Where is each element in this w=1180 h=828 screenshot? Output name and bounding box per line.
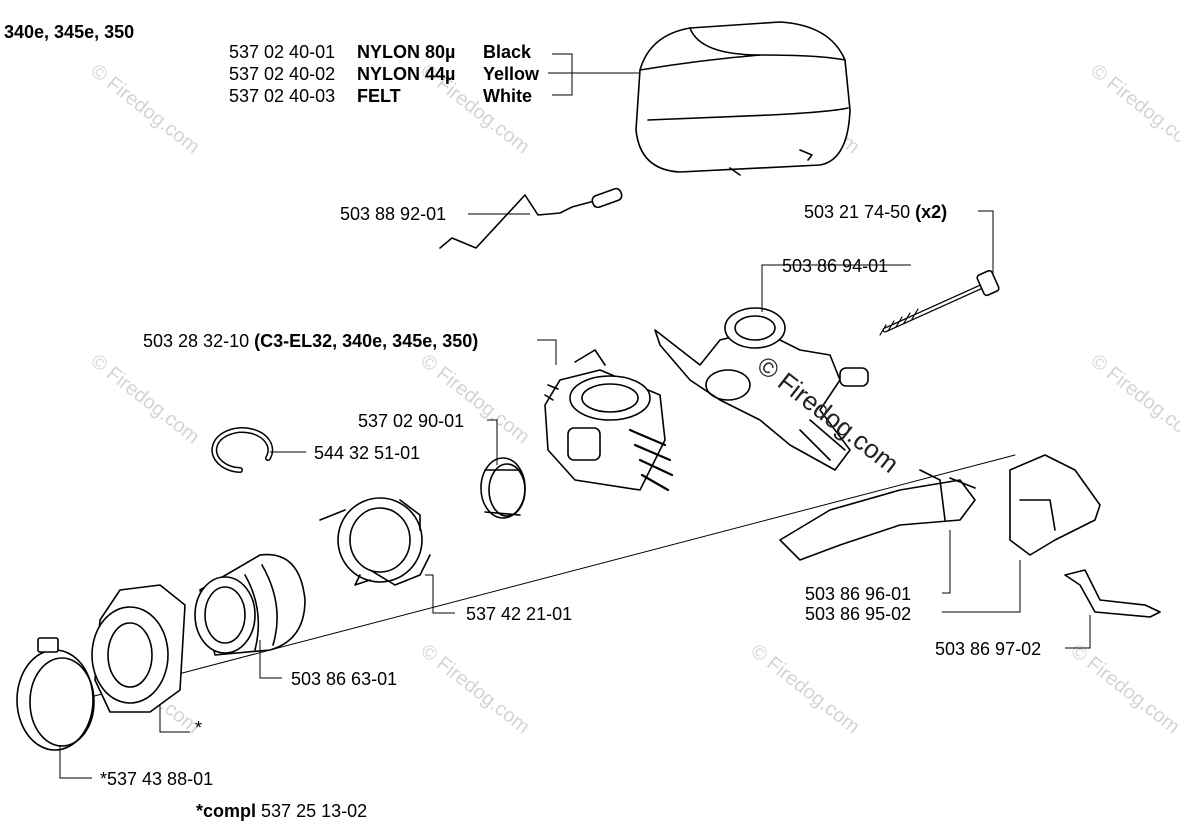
choke-wire (439, 187, 623, 249)
part-number: 503 28 32-10 (143, 331, 250, 351)
assembly-axis (59, 454, 1016, 706)
air-intake-adapter (91, 584, 186, 713)
label-hose-clamp: *537 43 88-01 (100, 769, 214, 789)
air-filter-table: 537 02 40-01 NYLON 80µ Black 537 02 40-0… (229, 41, 553, 107)
air-filter-row: 537 02 40-01 NYLON 80µ Black (229, 41, 553, 63)
filter-material: NYLON 80µ (357, 42, 456, 62)
filter-color: Yellow (483, 64, 540, 84)
carburetor-note: (C3-EL32, 340e, 345e, 350) (254, 331, 479, 351)
snap-ring-inner (212, 428, 272, 472)
label-carburetor: 503 28 32-10 (C3-EL32, 340e, 345e, 350) (143, 331, 478, 351)
part-number: 537 02 40-02 (229, 64, 336, 84)
quantity: (x2) (915, 202, 948, 222)
label-lever-b: 503 86 95-02 (805, 604, 912, 624)
filter-material: NYLON 44µ (357, 64, 456, 84)
filter-color: Black (483, 42, 532, 62)
air-filter-row: 537 02 40-02 NYLON 44µ Yellow (229, 63, 553, 85)
label-snap-ring: 544 32 51-01 (314, 443, 421, 463)
hose-clamp (16, 637, 95, 751)
label-lever-a: 503 86 96-01 (805, 584, 912, 604)
carburetor-gasket (480, 457, 526, 519)
throttle-lever (779, 469, 976, 561)
label-manifold: 503 86 94-01 (782, 256, 889, 276)
kit-prefix: *compl (196, 801, 257, 821)
intake-boot (194, 553, 306, 656)
label-star: * (195, 718, 203, 738)
part-number: 503 21 74-50 (804, 202, 911, 222)
carburetor (544, 349, 674, 492)
part-number: 537 02 40-01 (229, 42, 336, 62)
air-filter-cover (635, 21, 851, 176)
label-complete-kit: *compl 537 25 13-02 (196, 801, 367, 821)
label-intake-boot: 503 86 63-01 (291, 669, 398, 689)
filter-color: White (483, 86, 532, 106)
label-clamp-bracket: 537 42 21-01 (466, 604, 573, 624)
label-gasket: 537 02 90-01 (358, 411, 465, 431)
manifold-screw (879, 269, 1000, 336)
leader-lines (59, 53, 1091, 779)
intake-manifold (654, 307, 869, 471)
part-number: 537 25 13-02 (261, 801, 368, 821)
filter-material: FELT (357, 86, 401, 106)
model-title: 340e, 345e, 350 (4, 22, 135, 42)
label-wire: 503 88 92-01 (340, 204, 447, 224)
label-screw: 503 21 74-50 (x2) (804, 202, 947, 222)
air-filter-row: 537 02 40-03 FELT White (229, 85, 553, 107)
control-bracket (1009, 454, 1101, 556)
bracket-clip (1064, 569, 1161, 618)
part-number: 537 02 40-03 (229, 86, 336, 106)
label-bracket-clip: 503 86 97-02 (935, 639, 1042, 659)
clamp-bracket (319, 497, 431, 586)
